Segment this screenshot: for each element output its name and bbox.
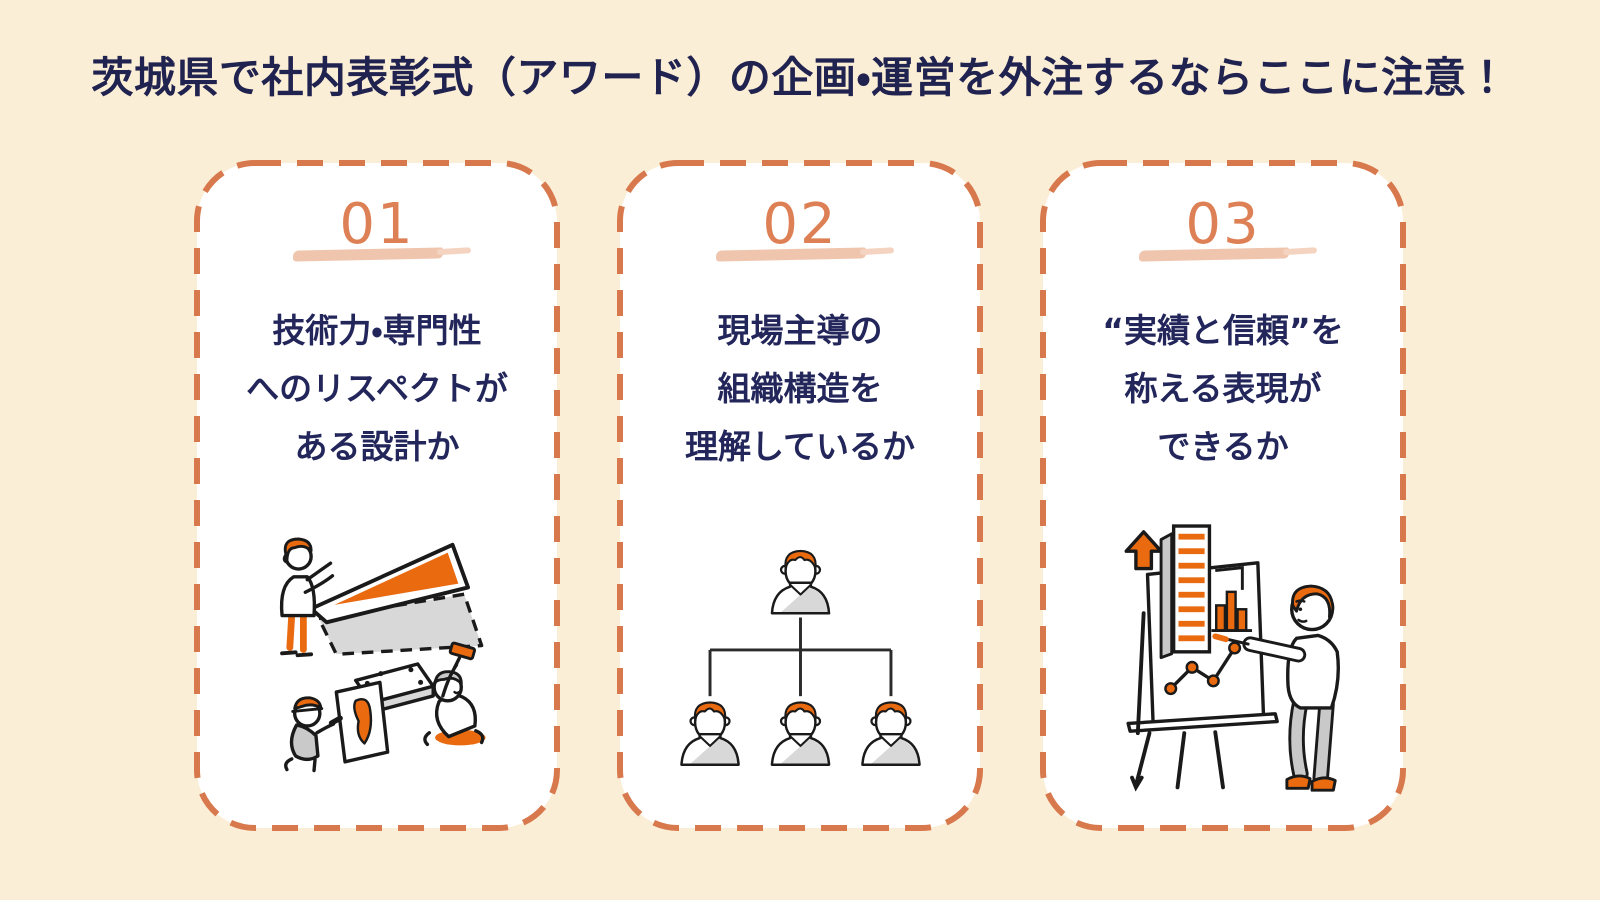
- card-03-heading: “実績と信頼”を 称える表現が できるか: [1102, 302, 1343, 476]
- org-chart-svg: [679, 549, 921, 767]
- child-painting-plaque: [284, 680, 390, 772]
- card-03: 03 “実績と信頼”を 称える表現が できるか: [1039, 159, 1407, 832]
- line-chart-with-dots: [1164, 641, 1242, 696]
- card-number: 02: [762, 192, 838, 257]
- page-title: 茨城県で社内表彰式（アワード）の企画・運営を外注するならここに注意！: [91, 53, 1509, 102]
- card-02-heading: 現場主導の 組織構造を 理解しているか: [685, 302, 915, 476]
- org-member-bust: [679, 701, 740, 767]
- small-bar-chart: [1211, 566, 1253, 633]
- card-01-content: 01 技術力・専門性 へのリスペクトが ある設計か: [193, 159, 561, 832]
- heading-line: “実績と信頼”を: [1102, 311, 1344, 350]
- heading-line: 技術力・専門性: [272, 311, 482, 350]
- card-02: 02 現場主導の 組織構造を 理解しているか: [616, 159, 984, 832]
- heading-line: 理解しているか: [684, 427, 915, 467]
- org-connector-lines: [708, 617, 892, 697]
- dashed-card-border: [194, 160, 560, 831]
- card-03-content: 03 “実績と信頼”を 称える表現が できるか: [1039, 159, 1407, 832]
- growth-up-arrow-icon: [1124, 530, 1163, 571]
- woman-holding-panel: [279, 537, 335, 657]
- stacked-bar-column-chart: [1159, 524, 1212, 660]
- presenter-with-charts-illustration: [1068, 476, 1378, 832]
- workers-assembling-award-panel-illustration: [222, 476, 532, 832]
- card-01: 01 技術力・専門性 へのリスペクトが ある設計か: [193, 159, 561, 832]
- kneeling-worker-with-hammer: [423, 641, 486, 746]
- heading-line: へのリスペクトが: [246, 369, 508, 409]
- heading-line: 組織構造を: [717, 369, 883, 409]
- organization-chart-illustration: [653, 476, 948, 832]
- easel-legs: [1126, 611, 1279, 792]
- lifted-sign-panel: [309, 542, 470, 624]
- cards-row: 01 技術力・専門性 へのリスペクトが ある設計か: [0, 159, 1600, 832]
- card-02-content: 02 現場主導の 組織構造を 理解しているか: [616, 159, 984, 832]
- presenter-illustration-svg: [1124, 524, 1340, 792]
- card-01-heading: 技術力・専門性 へのリスペクトが ある設計か: [246, 302, 508, 476]
- org-leader-bust: [770, 549, 830, 615]
- heading-line: ある設計か: [294, 427, 460, 467]
- card-number: 01: [339, 192, 415, 257]
- org-member-bust: [770, 701, 830, 767]
- card-number: 03: [1185, 192, 1261, 257]
- org-member-bust: [860, 701, 921, 767]
- heading-line: できるか: [1157, 427, 1289, 467]
- workers-illustration-svg: [279, 537, 486, 772]
- heading-line: 現場主導の: [717, 311, 883, 350]
- presenter-man: [1212, 584, 1340, 792]
- heading-line: 称える表現が: [1124, 369, 1322, 409]
